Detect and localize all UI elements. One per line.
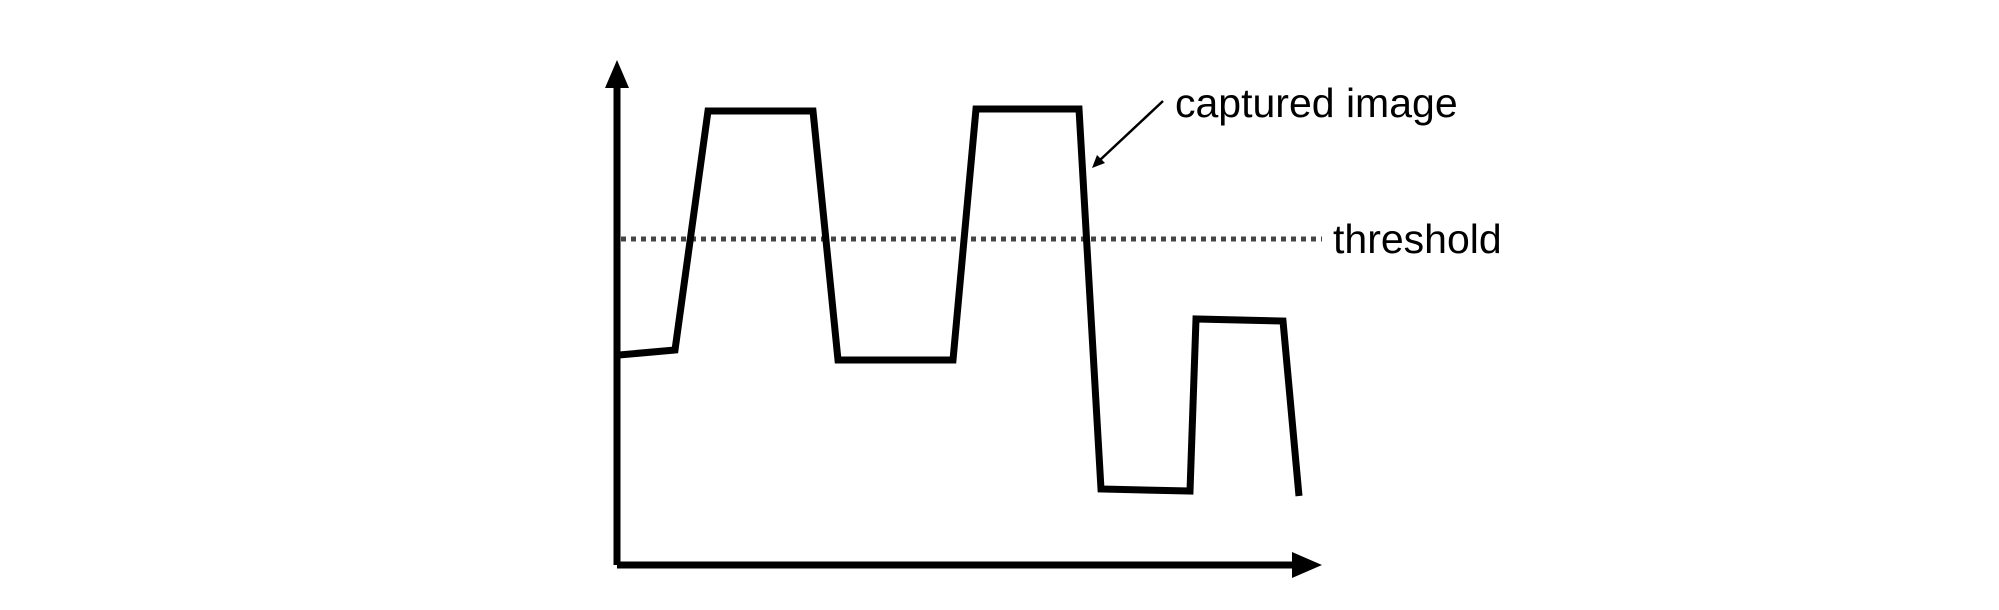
signal-waveform [618, 105, 1303, 497]
y-axis-arrowhead [605, 60, 629, 88]
signal-label: captured image [1175, 80, 1458, 126]
signal-pointer-line [1099, 100, 1164, 161]
threshold-label: threshold [1333, 216, 1502, 262]
signal-pointer-arrowhead [1092, 155, 1105, 168]
x-axis-arrowhead [1292, 552, 1322, 578]
